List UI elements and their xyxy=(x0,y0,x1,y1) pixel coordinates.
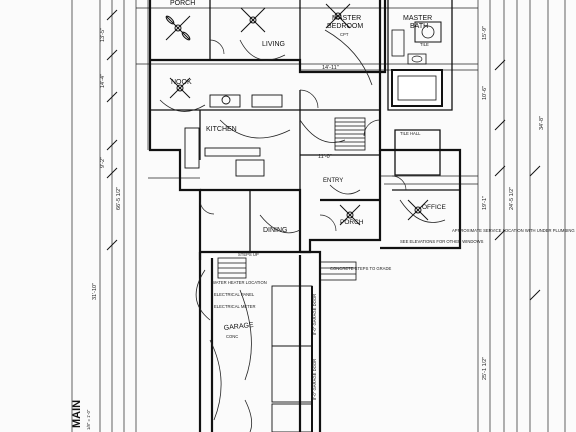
stairs xyxy=(217,117,366,281)
sheet-scale: 1/8" = 1'-0" xyxy=(86,409,91,430)
dim-left-3: 9'-2" xyxy=(100,157,106,168)
dim-right-2: 10'-6" xyxy=(482,86,488,100)
dim-left-4: 31'-10" xyxy=(92,283,98,300)
room-label-living: LIVING xyxy=(262,41,285,48)
dim-left-1: 13'-5" xyxy=(100,28,106,42)
room-label-master-bedroom-1: MASTER xyxy=(332,15,361,22)
dim-right-4: 19'-1" xyxy=(482,196,488,210)
note-steps-up: STEPS UP xyxy=(238,252,259,257)
room-label-nook: NOOK xyxy=(171,79,192,86)
note-conc: CONC xyxy=(226,334,238,339)
dimension-lines xyxy=(71,0,566,432)
room-label-master-bedroom-2: BEDROOM xyxy=(327,23,363,30)
room-label-office: OFFICE xyxy=(422,204,446,211)
note-elevations: SEE ELEVATIONS FOR OTHER WINDOWS xyxy=(400,239,484,244)
garage-doors xyxy=(271,285,313,432)
note-cpt: CPT xyxy=(340,32,349,37)
note-tile-hall: TILE HALL xyxy=(400,131,421,136)
note-service-location: APPROXIMATE SERVICE LOCATION WITH UNDER … xyxy=(452,228,575,233)
note-garage-door-1: 8'-0" GARAGE DOOR xyxy=(312,294,317,335)
dim-right-1: 15'-9" xyxy=(482,26,488,40)
note-concrete-steps: CONCRETE STEPS TO GRADE xyxy=(330,266,391,271)
room-label-master-bath-2: BATH xyxy=(410,23,428,30)
dim-right-5: 34'-8" xyxy=(539,116,545,130)
ceiling-fan-icon xyxy=(165,3,429,226)
door-swings xyxy=(199,39,407,232)
room-label-kitchen: KITCHEN xyxy=(206,126,237,133)
note-water-heater: WATER HEATER LOCATION xyxy=(212,280,267,285)
room-label-dining: DINING xyxy=(263,227,288,234)
room-label-master-bath-1: MASTER xyxy=(403,15,432,22)
sheet-title: MAIN xyxy=(71,400,83,428)
interior-walls xyxy=(150,0,460,252)
note-electrical-panel: ELECTRICAL PANEL xyxy=(214,292,255,297)
room-label-entry: ENTRY xyxy=(323,178,343,184)
note-tile: TILE xyxy=(420,42,429,47)
dimension-ticks xyxy=(106,9,541,301)
note-garage-door-2: 8'-0" GARAGE DOOR xyxy=(312,359,317,400)
room-label-garage: GARAGE xyxy=(223,322,254,332)
master-bath-fixtures xyxy=(391,21,443,107)
dim-bottom-right: 25'-1 1/2" xyxy=(482,357,488,380)
room-label-porch-top: PORCH xyxy=(170,0,195,7)
room-label-porch: PORCH xyxy=(340,219,364,226)
dim-master: 14'-11" xyxy=(322,65,339,71)
dim-right-3: 24'-5 1/2" xyxy=(509,187,515,210)
dim-far-left: 66'-5 1/2" xyxy=(116,187,122,210)
dim-entry: 11'-0" xyxy=(318,154,332,160)
dim-left-2: 14'-4" xyxy=(100,74,106,88)
electrical-wiring xyxy=(159,29,446,432)
exterior-walls xyxy=(148,0,462,432)
kitchen-counters xyxy=(184,94,283,177)
note-electrical-meter: ELECTRICAL METER xyxy=(214,304,256,309)
